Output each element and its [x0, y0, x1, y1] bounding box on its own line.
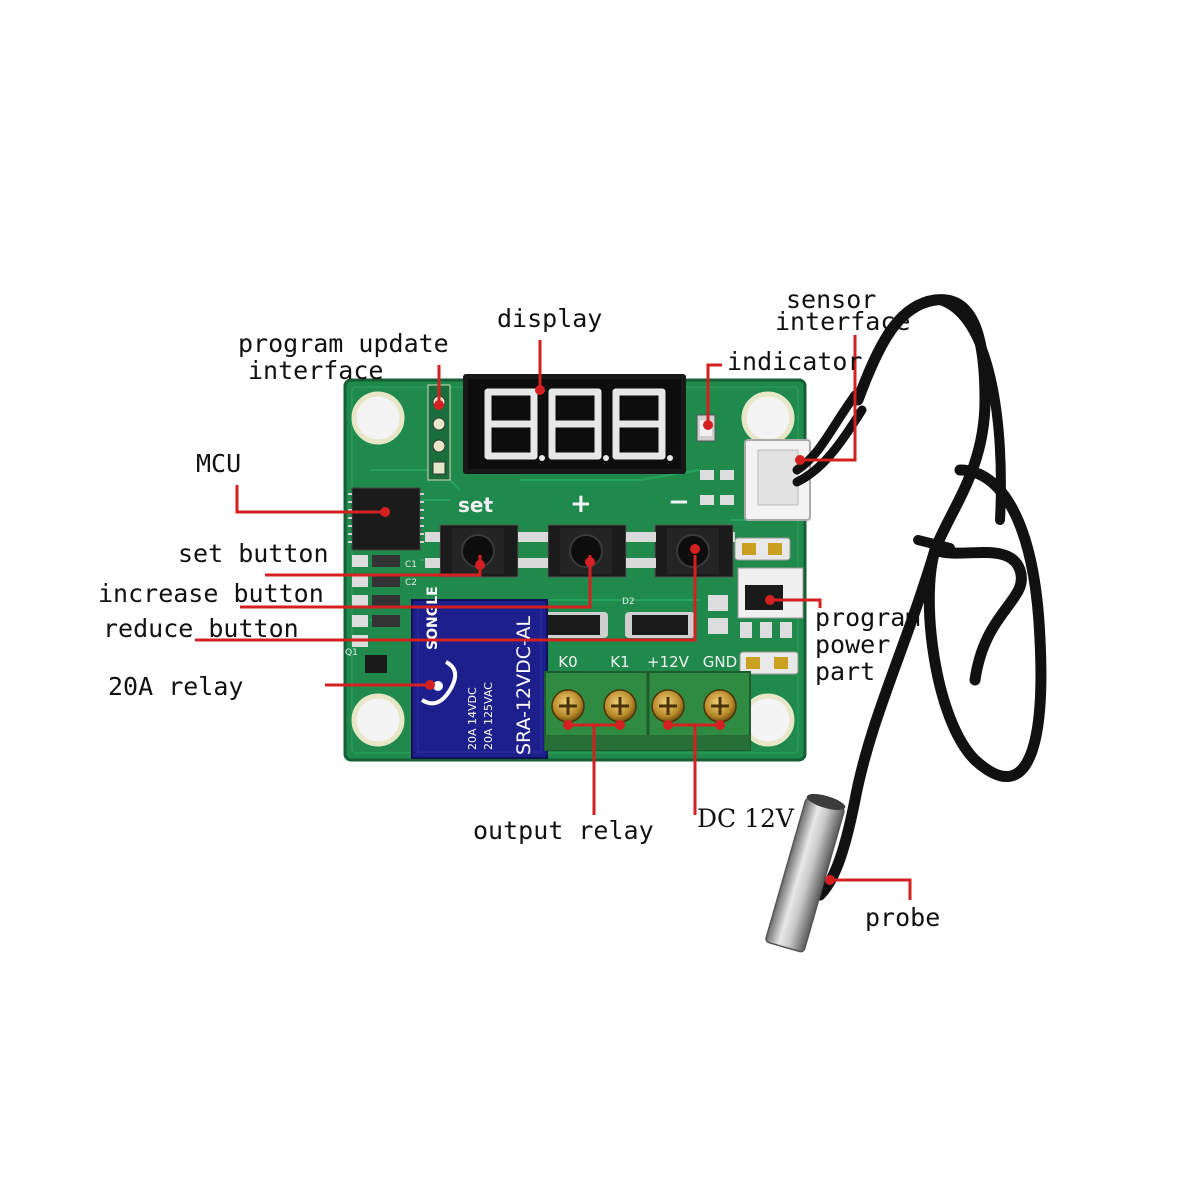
display-digits	[484, 388, 673, 461]
leader-mcu	[235, 485, 385, 514]
silk-q1: Q1	[345, 648, 358, 658]
terminal-label: K0	[558, 653, 577, 671]
left-smd-column	[352, 555, 400, 673]
leader-probe	[830, 878, 912, 900]
label-mcu: MCU	[196, 449, 242, 478]
label-display: display	[497, 304, 603, 333]
label-relay: 20A relay	[108, 672, 244, 701]
label-power-2: power	[815, 630, 891, 659]
leader-endpoints	[380, 385, 835, 885]
silk-c1: C1	[405, 560, 417, 570]
terminal-label: +12V	[647, 653, 690, 671]
relay-model: SRA-12VDC-AL	[513, 616, 535, 755]
label-sensor-1: sensor	[786, 285, 877, 314]
label-reduce-button: reduce button	[103, 614, 299, 643]
terminal-label: GND	[703, 653, 737, 671]
display-digit	[612, 388, 673, 461]
label-power-3: part	[815, 657, 876, 686]
smd-components	[700, 470, 804, 675]
display-digit	[484, 388, 545, 461]
leader-increase	[240, 555, 592, 609]
diodes	[540, 612, 695, 638]
label-dc: DC 12V	[697, 804, 794, 833]
label-sensor-2: interface	[775, 307, 911, 336]
leader-sensor	[800, 335, 857, 462]
label-program-update-1: program update	[238, 329, 449, 358]
leader-dc	[668, 723, 720, 815]
set-mark: set	[458, 493, 493, 517]
sensor-connector	[744, 439, 811, 521]
reduce-mark: −	[668, 487, 690, 517]
terminal-label: K1	[610, 653, 629, 671]
label-set-button: set button	[178, 539, 329, 568]
mounting-holes	[351, 391, 795, 747]
button-pads	[425, 532, 735, 568]
label-increase-button: increase button	[98, 579, 324, 608]
increase-button	[547, 524, 627, 578]
label-program-update-2: interface	[248, 356, 384, 385]
relay	[411, 599, 548, 759]
label-probe: probe	[865, 903, 941, 932]
label-power-1: program	[815, 603, 921, 632]
silk-d2: D2	[622, 597, 635, 607]
terminal-labels: K0 K1 +12V GND	[558, 653, 737, 671]
relay-rating-1: 20A 14VDC	[466, 687, 479, 750]
label-indicator: indicator	[727, 347, 863, 376]
increase-mark: +	[570, 489, 592, 519]
relay-rating-2: 20A 125VAC	[482, 682, 495, 750]
label-output-relay: output relay	[473, 816, 654, 845]
silk-c2: C2	[405, 578, 417, 588]
leader-indicator	[706, 363, 722, 425]
leader-reduce	[195, 555, 697, 642]
leader-output-relay	[568, 723, 620, 815]
relay-brand: SONGLE	[425, 586, 441, 650]
leader-power	[770, 598, 822, 608]
leader-lines	[195, 335, 912, 900]
display-digit	[548, 388, 609, 461]
sensor-cable	[792, 294, 1047, 901]
probe-tube	[765, 794, 846, 953]
mcu-chip	[348, 487, 424, 551]
